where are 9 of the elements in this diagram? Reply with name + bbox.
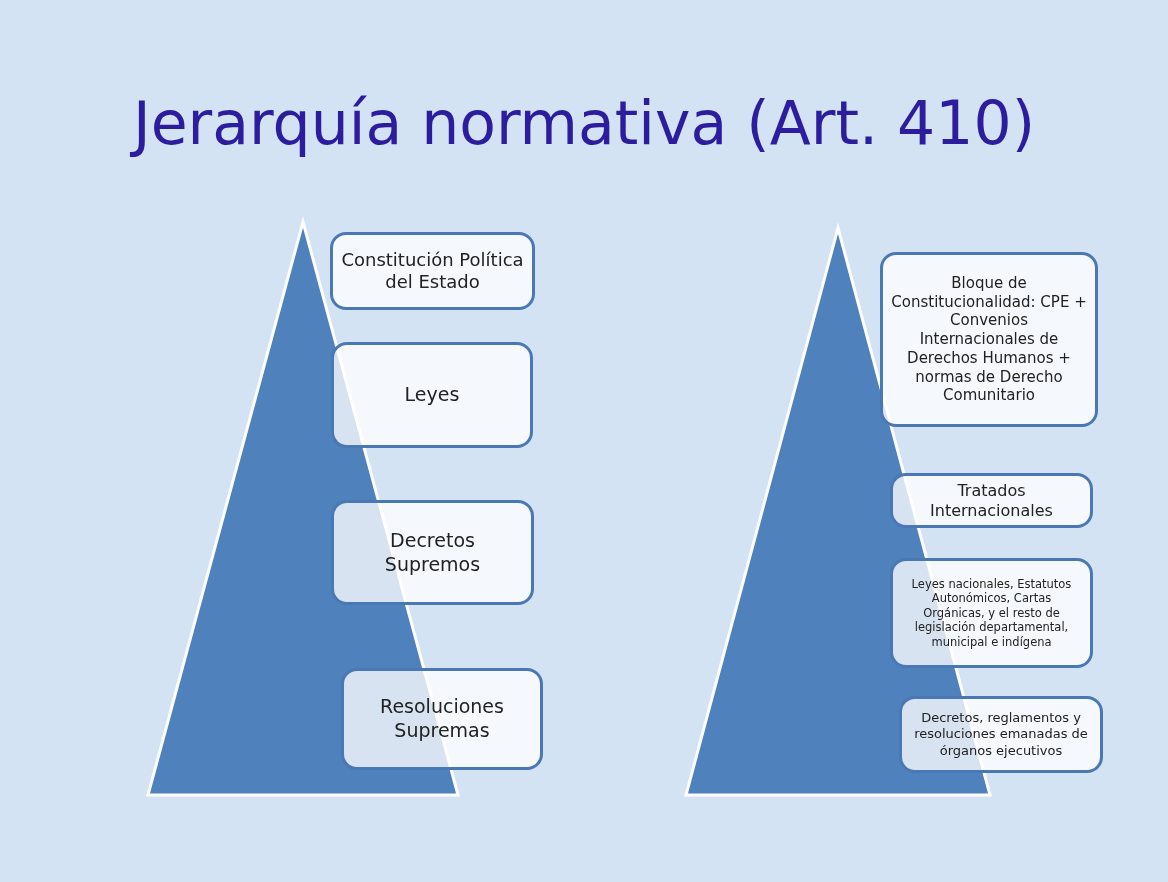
- text-box: Leyes: [331, 342, 533, 448]
- title: Jerarquía normativa (Art. 410): [129, 88, 1037, 158]
- text-box: Leyes nacionales, Estatutos Autonómicos, Cartas Orgánicas, y el resto de legislación departamental, municipal e indígena: [890, 558, 1093, 668]
- text-box: Constitución Política del Estado: [330, 232, 535, 310]
- text-box: Decretos Supremos: [331, 500, 534, 605]
- text-box: Decretos, reglamentos y resoluciones emanadas de órganos ejecutivos: [899, 696, 1103, 773]
- text-box: Resoluciones Supremas: [341, 668, 543, 770]
- text-box: Bloque de Constitucionalidad: CPE + Convenios Internacionales de Derechos Humanos + normas de Derecho Comunitario: [880, 252, 1098, 427]
- text-box: Tratados Internacionales: [890, 473, 1093, 528]
